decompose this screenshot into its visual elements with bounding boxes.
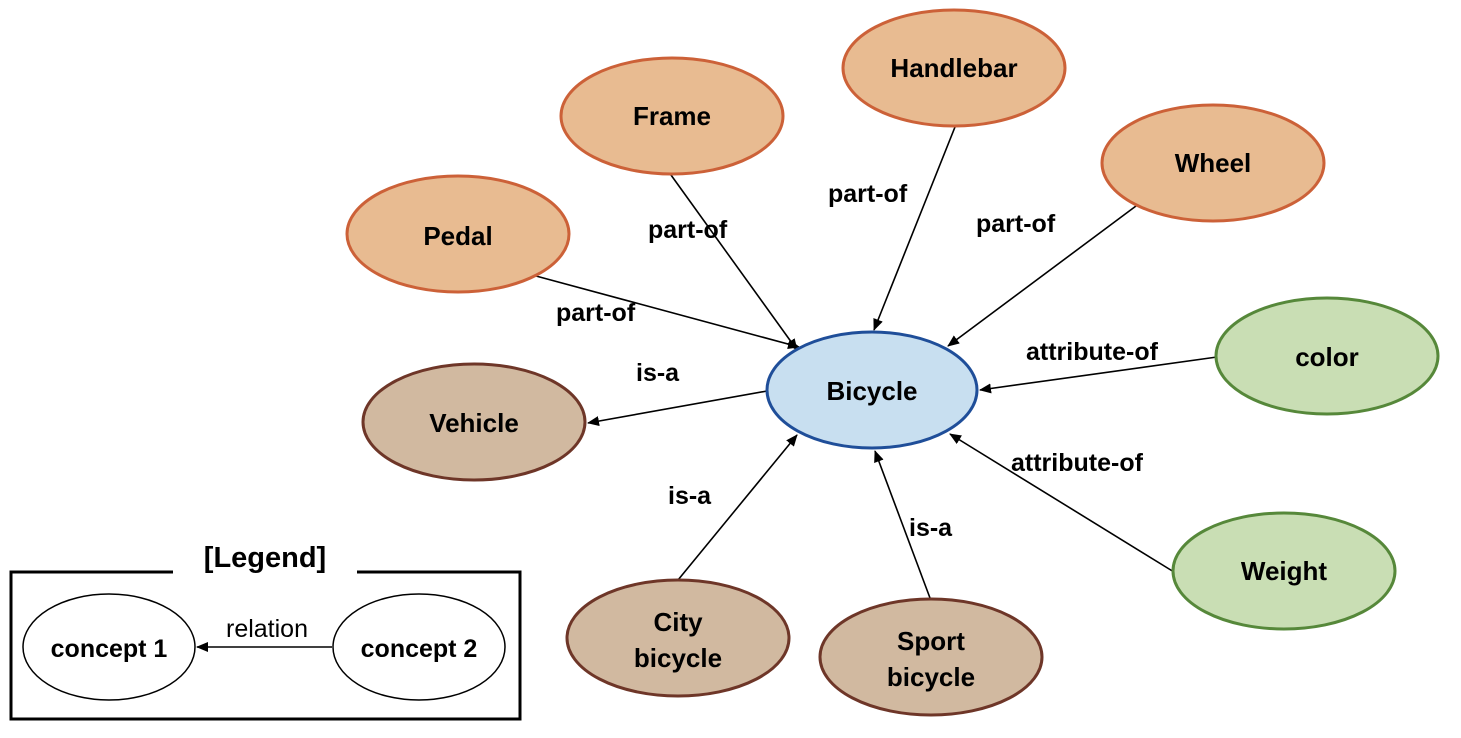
- node-label-handlebar: Handlebar: [890, 53, 1017, 83]
- node-label-city-line1: City: [653, 607, 703, 637]
- node-pedal: Pedal: [345, 174, 571, 294]
- node-label-vehicle: Vehicle: [429, 408, 519, 438]
- edge-label-city: is-a: [668, 482, 712, 510]
- node-bicycle: Bicycle: [765, 330, 979, 450]
- node-label-bicycle: Bicycle: [826, 376, 917, 406]
- node-shape: [559, 56, 785, 176]
- node-label-sport-line2: bicycle: [887, 662, 975, 692]
- edge-pedal-bicycle: [535, 275, 800, 349]
- node-shape: [841, 8, 1067, 128]
- node-vehicle: Vehicle: [361, 362, 587, 482]
- node-shape: [1171, 511, 1397, 631]
- node-city-bicycle: City bicycle: [565, 578, 791, 698]
- edges: [535, 126, 1218, 599]
- edge-label-sport: is-a: [909, 514, 953, 542]
- node-label-color: color: [1295, 342, 1359, 372]
- edge-sport-bicycle: [874, 450, 931, 599]
- legend-concept2-shape: [332, 593, 506, 701]
- node-label-pedal: Pedal: [423, 221, 492, 251]
- edge-label-pedal: part-of: [556, 299, 636, 327]
- node-color: color: [1214, 296, 1440, 416]
- edge-label-weight: attribute-of: [1011, 449, 1144, 477]
- edge-bicycle-vehicle: [587, 390, 768, 426]
- edge-color-bicycle: [979, 356, 1218, 394]
- edge-city-bicycle: [677, 434, 798, 581]
- node-shape: [361, 362, 587, 482]
- node-sport-bicycle: Sport bicycle: [818, 597, 1044, 717]
- node-label-sport-line1: Sport: [897, 626, 965, 656]
- node-shape: [345, 174, 571, 294]
- edge-frame-bicycle: [670, 174, 798, 351]
- node-weight: Weight: [1171, 511, 1397, 631]
- node-shape: [1100, 103, 1326, 223]
- edge-label-wheel: part-of: [976, 210, 1056, 238]
- edge-label-color: attribute-of: [1026, 338, 1159, 366]
- edge-wheel-bicycle: [947, 205, 1137, 347]
- node-label-city-line2: bicycle: [634, 643, 722, 673]
- edge-label-handlebar: part-of: [828, 180, 908, 208]
- legend-frame: [9, 570, 522, 721]
- node-label-wheel: Wheel: [1175, 148, 1252, 178]
- legend-title: [Legend]: [204, 542, 326, 574]
- node-shape: [1214, 296, 1440, 416]
- node-shape: [818, 597, 1044, 717]
- edge-weight-bicycle: [949, 433, 1175, 573]
- edge-handlebar-bicycle: [873, 126, 956, 331]
- legend: [Legend] relation concept 1 concept 2: [9, 542, 522, 721]
- edge-labels: part-of part-of part-of part-of is-a att…: [556, 180, 1159, 542]
- edge-label-frame: part-of: [648, 216, 728, 244]
- legend-concept1-label: concept 1: [51, 635, 168, 663]
- node-shape: [565, 578, 791, 698]
- edge-label-vehicle: is-a: [636, 359, 680, 387]
- node-label-weight: Weight: [1241, 556, 1328, 586]
- node-handlebar: Handlebar: [841, 8, 1067, 128]
- node-shape: [765, 330, 979, 450]
- legend-concept2-label: concept 2: [361, 635, 478, 663]
- legend-relation-label: relation: [226, 615, 308, 643]
- node-label-frame: Frame: [633, 101, 711, 131]
- legend-concept1-shape: [22, 593, 196, 701]
- node-wheel: Wheel: [1100, 103, 1326, 223]
- node-frame: Frame: [559, 56, 785, 176]
